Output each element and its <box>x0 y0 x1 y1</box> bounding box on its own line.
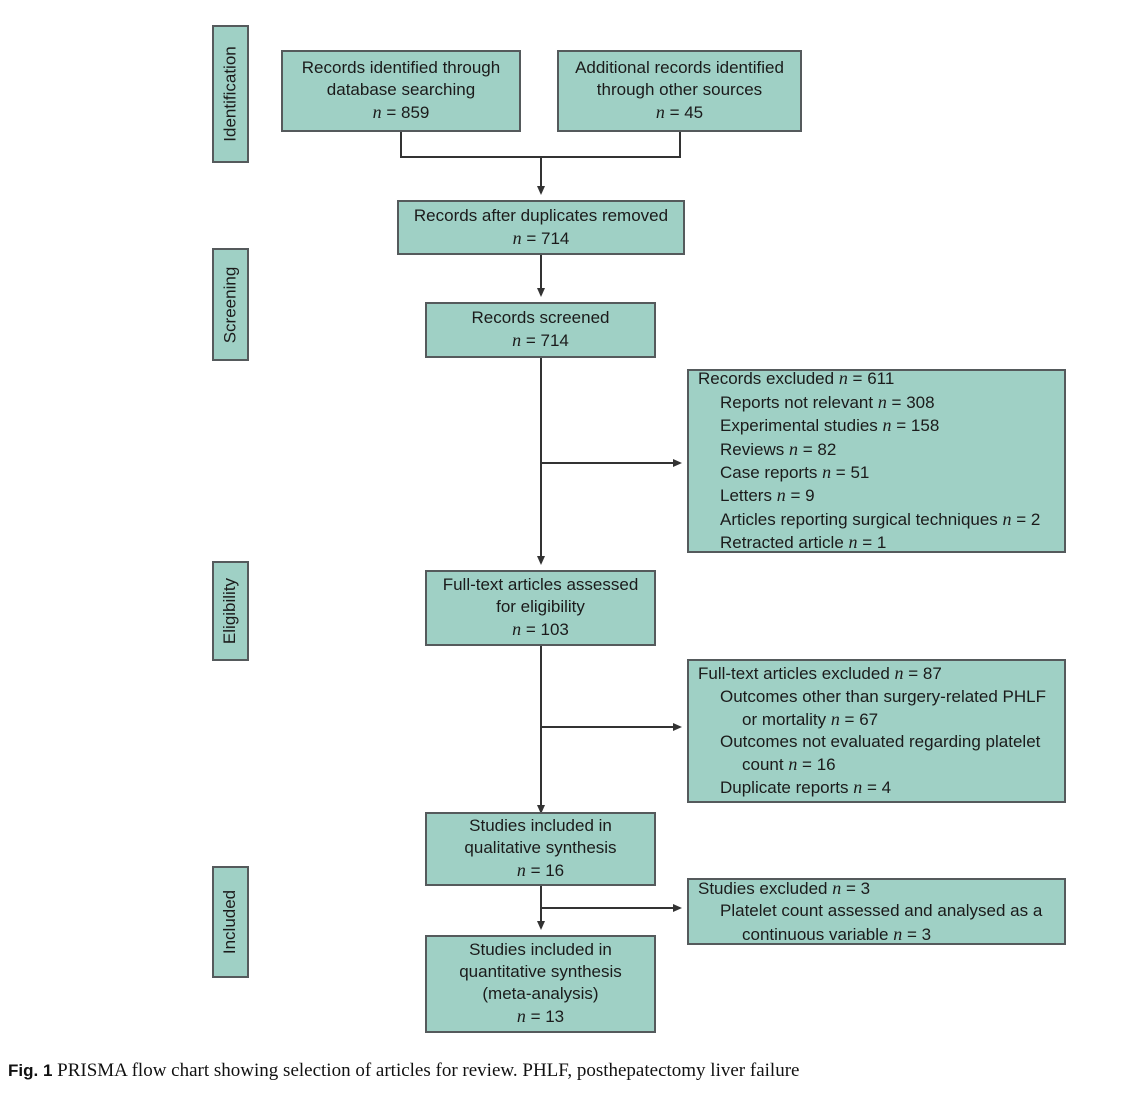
node-quantitative-line1: Studies included in <box>469 940 612 960</box>
node-fulltext-excluded-item: Duplicate reports n = 4 <box>720 777 892 798</box>
node-fulltext-assessed-count: n = 103 <box>512 619 569 640</box>
node-additional-records-line2: through other sources <box>596 80 763 100</box>
node-fulltext-assessed-line1: Full-text articles assessed <box>442 575 639 595</box>
node-records-screened: Records screened n = 714 <box>425 302 656 358</box>
node-records-excluded-item: Retracted article n = 1 <box>720 532 887 553</box>
stage-label-identification: Identification <box>212 25 249 163</box>
node-records-identified-line1: Records identified through <box>301 58 501 78</box>
node-studies-excluded: Studies excluded n = 3 Platelet count as… <box>687 878 1066 945</box>
node-fulltext-excluded-item: Outcomes not evaluated regarding platele… <box>720 732 1041 775</box>
stage-label-eligibility: Eligibility <box>212 561 249 661</box>
node-records-excluded-item: Reports not relevant n = 308 <box>720 391 935 412</box>
figure-caption: Fig. 1 PRISMA flow chart showing selecti… <box>8 1060 1118 1082</box>
node-records-excluded-item: Articles reporting surgical techniques n… <box>720 508 1041 529</box>
node-fulltext-excluded-item: Outcomes other than surgery-related PHLF… <box>720 686 1046 729</box>
node-qualitative-line1: Studies included in <box>469 816 612 836</box>
node-after-duplicates-count: n = 714 <box>512 227 570 248</box>
node-fulltext-excluded: Full-text articles excluded n = 87 Outco… <box>687 659 1066 803</box>
node-qualitative-count: n = 16 <box>516 860 565 881</box>
node-qualitative-synthesis: Studies included in qualitative synthesi… <box>425 812 656 886</box>
node-quantitative-line3: (meta-analysis) <box>482 984 599 1004</box>
node-records-identified-count: n = 859 <box>372 102 430 123</box>
stage-label-included: Included <box>212 866 249 978</box>
node-records-excluded-item: Reviews n = 82 <box>720 438 837 459</box>
node-records-excluded-item: Letters n = 9 <box>720 485 815 506</box>
node-records-identified-line2: database searching <box>326 80 476 100</box>
stage-label-included-text: Included <box>220 889 240 955</box>
node-records-excluded-title: Records excluded n = 611 <box>698 368 895 389</box>
node-quantitative-count: n = 13 <box>516 1006 565 1027</box>
node-records-excluded-item: Case reports n = 51 <box>720 462 870 482</box>
stage-label-screening-text: Screening <box>220 266 240 343</box>
node-records-screened-count: n = 714 <box>512 330 569 351</box>
node-additional-records: Additional records identified through ot… <box>557 50 802 132</box>
node-additional-records-count: n = 45 <box>655 102 704 123</box>
node-fulltext-excluded-title: Full-text articles excluded n = 87 <box>698 663 942 684</box>
node-records-identified: Records identified through database sear… <box>281 50 521 132</box>
stage-label-eligibility-text: Eligibility <box>220 577 240 645</box>
figure-caption-text: PRISMA flow chart showing selection of a… <box>57 1060 800 1081</box>
node-studies-excluded-item: Platelet count assessed and analysed as … <box>720 901 1043 944</box>
node-records-screened-line1: Records screened <box>471 308 610 328</box>
figure-caption-label: Fig. 1 <box>8 1061 53 1080</box>
stage-label-screening: Screening <box>212 248 249 361</box>
node-additional-records-line1: Additional records identified <box>575 58 784 78</box>
node-fulltext-assessed: Full-text articles assessed for eligibil… <box>425 570 656 646</box>
node-records-excluded: Records excluded n = 611 Reports not rel… <box>687 368 1066 553</box>
node-quantitative-synthesis: Studies included in quantitative synthes… <box>425 935 656 1033</box>
node-records-excluded-item: Experimental studies n = 158 <box>720 415 940 436</box>
node-after-duplicates-line1: Records after duplicates removed <box>413 205 669 225</box>
node-after-duplicates: Records after duplicates removed n = 714 <box>397 200 685 255</box>
node-qualitative-line2: qualitative synthesis <box>464 838 617 858</box>
stage-label-identification-text: Identification <box>220 46 240 142</box>
node-quantitative-line2: quantitative synthesis <box>459 962 622 982</box>
node-studies-excluded-title: Studies excluded n = 3 <box>698 878 871 899</box>
node-fulltext-assessed-line2: for eligibility <box>496 597 585 617</box>
